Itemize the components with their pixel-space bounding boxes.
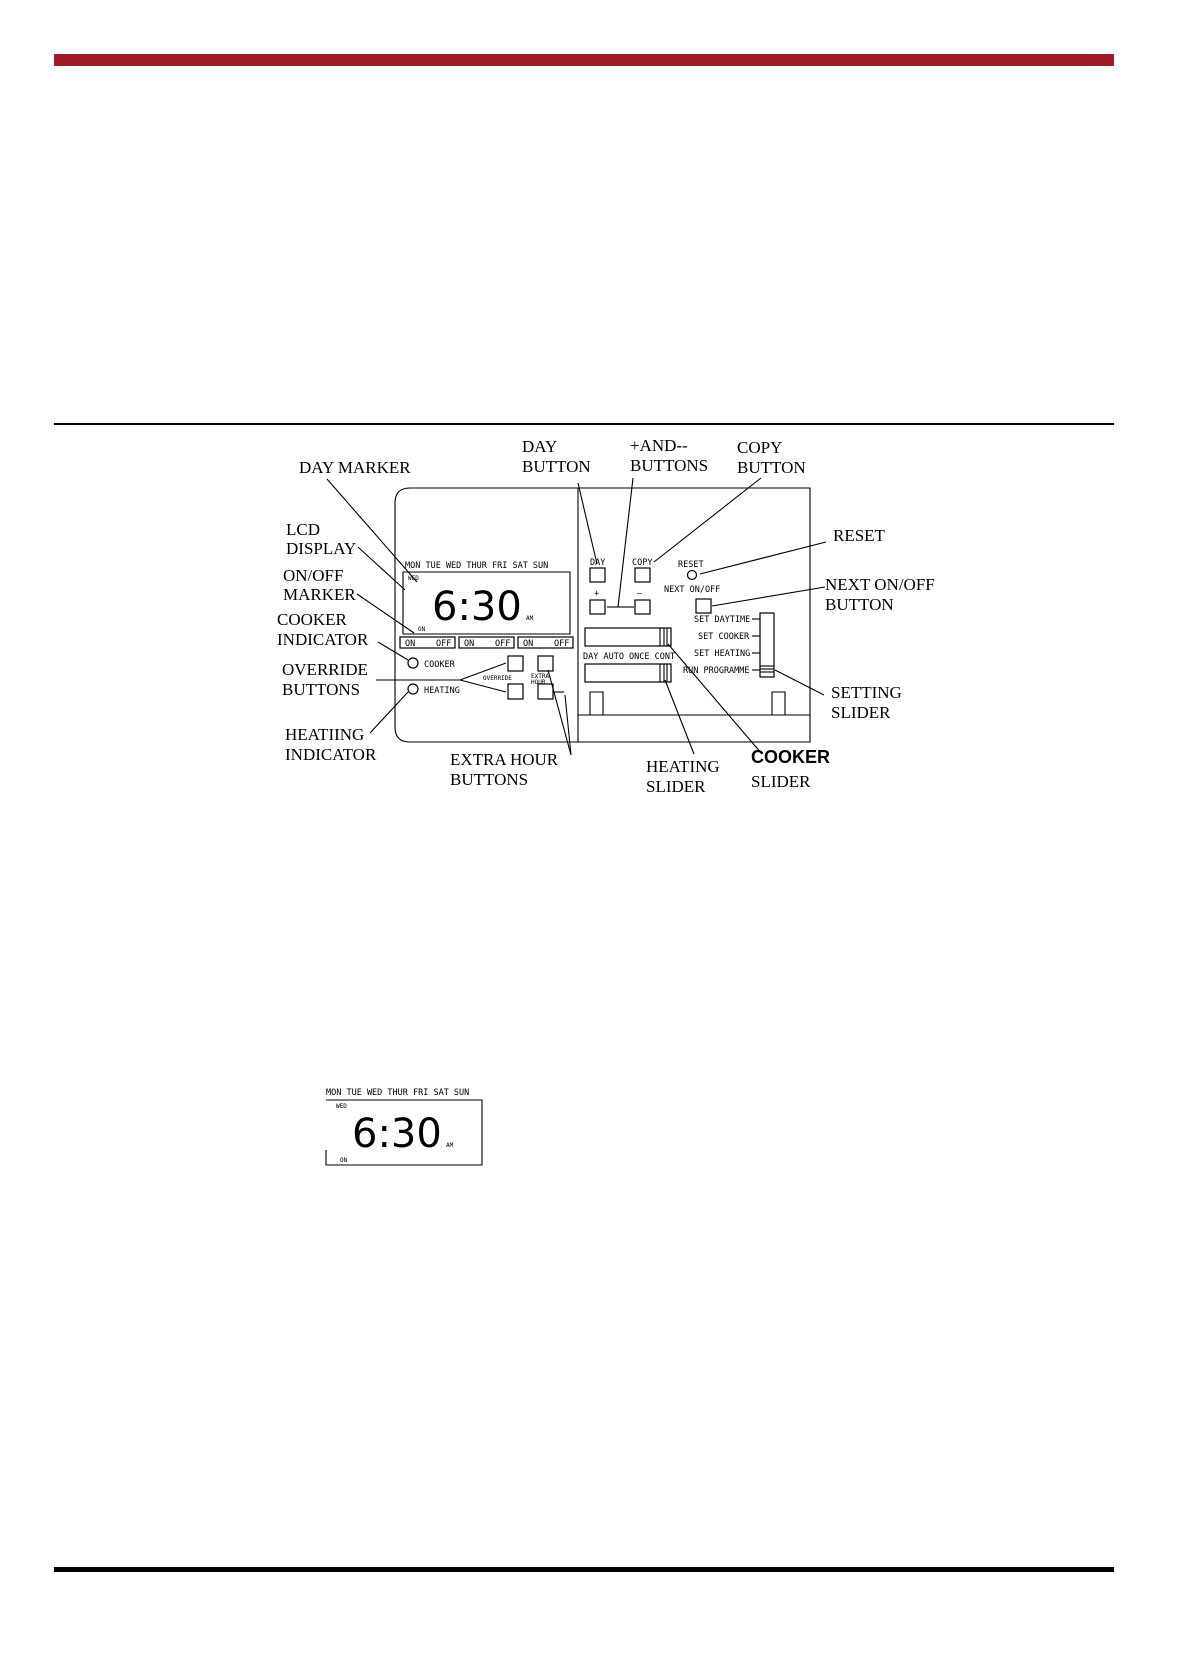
heating-indicator-light <box>407 683 419 695</box>
label-setting-slider-1: SETTING <box>831 683 902 702</box>
override-label: OVERRIDE <box>483 675 512 682</box>
top-accent-rule <box>54 54 1114 66</box>
label-cooker-slider-2: SLIDER <box>751 772 811 791</box>
set-heating-label: SET HEATING <box>694 649 750 659</box>
label-plus-minus-1: +AND-- <box>630 436 688 455</box>
slot-3-off: OFF <box>554 639 569 649</box>
cooker-slider-track <box>584 627 672 647</box>
label-lcd-display-1: LCD <box>286 520 320 539</box>
heating-indicator-label: HEATING <box>424 686 460 696</box>
label-cooker-slider-1: COOKER <box>751 747 830 767</box>
override-button-cooker <box>507 655 524 672</box>
lcd-detail-day-marker: WED <box>336 1103 347 1110</box>
lcd-detail-on-marker: ON <box>340 1157 348 1164</box>
override-buttons: OVERRIDE EXTRA HOUR <box>483 655 564 700</box>
lcd-detail-am: AM <box>446 1142 454 1149</box>
setting-slider-track <box>759 612 775 678</box>
copy-button-label: COPY <box>632 558 652 568</box>
lcd-time: 6:30 <box>432 584 522 630</box>
slot-3-on: ON <box>523 639 533 649</box>
label-next-onoff-2: BUTTON <box>825 595 894 614</box>
section-divider <box>54 423 1114 425</box>
mode-labels: DAY AUTO ONCE CONT <box>583 652 675 662</box>
label-plus-minus-2: BUTTONS <box>630 456 708 475</box>
label-day-button-2: BUTTON <box>522 457 591 476</box>
set-cooker-label: SET COOKER <box>698 632 750 642</box>
extra-hour-button-heating <box>537 683 554 700</box>
day-row: MON TUE WED THUR FRI SAT SUN <box>405 561 548 571</box>
label-extra-hour-buttons-1: EXTRA HOUR <box>450 750 559 769</box>
slot-2-on: ON <box>464 639 474 649</box>
set-daytime-label: SET DAYTIME <box>694 615 750 625</box>
extra-label-1: EXTRA <box>531 673 549 680</box>
slot-1-off: OFF <box>436 639 451 649</box>
label-heating-indicator-2: INDICATOR <box>285 745 377 764</box>
day-button <box>589 567 606 583</box>
label-heating-indicator-1: HEATIING <box>285 725 364 744</box>
minus-label: — <box>637 589 643 599</box>
plus-label: + <box>594 589 599 599</box>
control-panel <box>394 487 811 743</box>
cooker-indicator-label: COOKER <box>424 660 456 670</box>
label-heating-slider-2: SLIDER <box>646 777 706 796</box>
label-extra-hour-buttons-2: BUTTONS <box>450 770 528 789</box>
day-button-label: DAY <box>590 558 605 568</box>
label-heating-slider-1: HEATING <box>646 757 720 776</box>
label-on-off-marker-1: ON/OFF <box>283 566 343 585</box>
reset-label: RESET <box>678 560 704 570</box>
label-override-buttons-1: OVERRIDE <box>282 660 368 679</box>
lcd-display: MON TUE WED THUR FRI SAT SUN WED 6:30 AM… <box>402 561 571 635</box>
callout-labels: DAY MARKER LCD DISPLAY ON/OFF MARKER COO… <box>277 436 935 796</box>
indicators: COOKER HEATING <box>407 657 460 696</box>
slot-2-off: OFF <box>495 639 510 649</box>
label-cooker-indicator-1: COOKER <box>277 610 348 629</box>
extra-hour-button-cooker <box>537 655 554 672</box>
plus-button <box>589 599 606 615</box>
on-marker: ON <box>418 626 426 633</box>
lcd-detail-days: MON TUE WED THUR FRI SAT SUN <box>326 1088 469 1098</box>
label-lcd-display-2: DISPLAY <box>286 539 356 558</box>
label-copy-button-2: BUTTON <box>737 458 806 477</box>
heating-slider-track <box>584 663 672 683</box>
label-copy-button-1: COPY <box>737 438 782 457</box>
reset-hole <box>686 569 698 581</box>
label-setting-slider-2: SLIDER <box>831 703 891 722</box>
label-next-onoff-1: NEXT ON/OFF <box>825 575 935 594</box>
on-off-slots: ON OFF ON OFF ON OFF <box>399 636 574 649</box>
minus-button <box>634 599 651 615</box>
next-onoff-button <box>695 598 712 614</box>
label-day-button-1: DAY <box>522 437 557 456</box>
lcd-detail-time: 6:30 <box>352 1111 442 1157</box>
label-override-buttons-2: BUTTONS <box>282 680 360 699</box>
run-programme-label: RUN PROGRAMME <box>683 666 750 676</box>
override-button-heating <box>507 683 524 700</box>
lcd-am: AM <box>526 615 534 622</box>
label-cooker-indicator-2: INDICATOR <box>277 630 369 649</box>
programming-controls: DAY + COPY — RESET NEXT ON/OFF DAY AUTO … <box>578 558 810 716</box>
lcd-detail: MON TUE WED THUR FRI SAT SUN WED 6:30 AM… <box>325 1088 483 1166</box>
label-day-marker: DAY MARKER <box>299 458 411 477</box>
slot-1-on: ON <box>405 639 415 649</box>
leader-lines <box>326 477 827 756</box>
extra-label-2: HOUR <box>531 679 546 686</box>
label-reset: RESET <box>833 526 886 545</box>
bottom-rule <box>54 1567 1114 1572</box>
next-onoff-label: NEXT ON/OFF <box>664 585 720 595</box>
copy-button <box>634 567 651 583</box>
label-on-off-marker-2: MARKER <box>283 585 356 604</box>
cooker-indicator-light <box>407 657 419 669</box>
